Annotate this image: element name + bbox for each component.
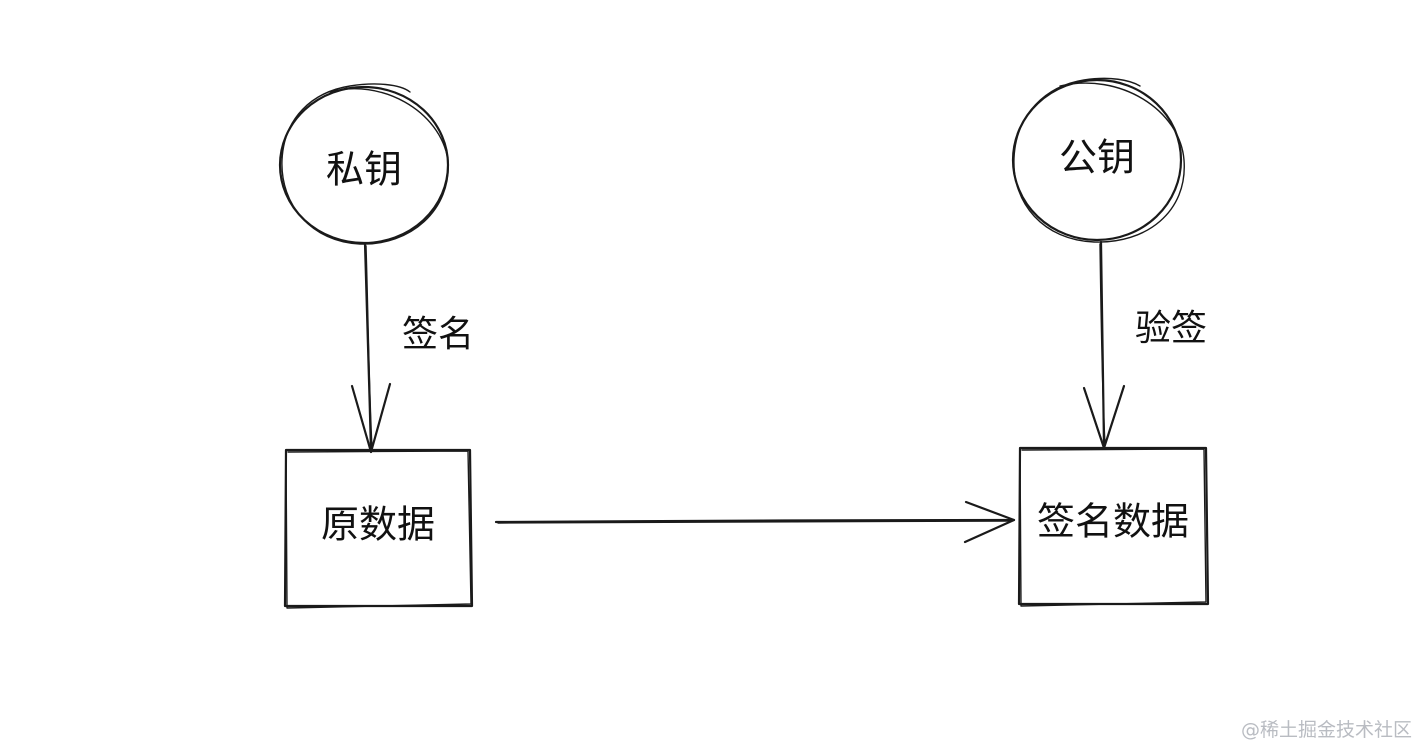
signed-data-node: 签名数据: [1017, 446, 1210, 607]
sign-arrow: [350, 242, 392, 454]
data-flow-arrow-head: [963, 500, 1016, 544]
verify-label: 验签: [1135, 308, 1207, 349]
data-flow-arrow-shaft: [494, 518, 1016, 524]
data-flow-arrow: [494, 500, 1016, 544]
raw-data-label: 原数据: [321, 503, 435, 547]
verify-arrow: [1082, 240, 1126, 450]
sign-label: 签名: [402, 314, 474, 355]
private-key-label: 私钥: [326, 148, 402, 192]
private-key-node: 私钥: [278, 83, 450, 245]
raw-data-box: [283, 448, 474, 608]
public-key-node: 公钥: [1011, 77, 1185, 243]
public-key-label: 公钥: [1059, 136, 1135, 180]
raw-data-node: 原数据: [283, 448, 474, 609]
public-key-circle: [1011, 78, 1183, 242]
private-key-circle-sketch: [281, 83, 449, 245]
signed-data-label: 签名数据: [1037, 500, 1189, 544]
watermark: @稀土掘金技术社区: [1240, 719, 1412, 741]
public-key-circle-sketch: [1013, 77, 1185, 243]
signed-data-box: [1017, 446, 1210, 606]
